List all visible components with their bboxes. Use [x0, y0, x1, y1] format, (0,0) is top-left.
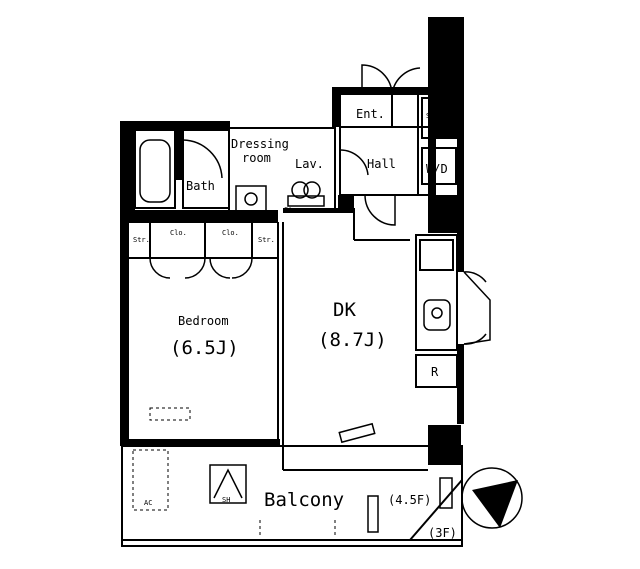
- label-closet-1: Clo.: [170, 229, 187, 237]
- label-washer-dryer: W/D: [426, 162, 448, 176]
- label-outdoor-unit: AC: [144, 499, 152, 507]
- label-closet-2: Clo.: [222, 229, 239, 237]
- label-storage-lav: Str.: [284, 206, 301, 214]
- label-dk-size: (8.7J): [318, 329, 387, 351]
- label-entrance: Ent.: [356, 107, 385, 121]
- label-shoe-box: Shoe bx.: [426, 112, 460, 120]
- label-hall: Hall: [367, 157, 396, 171]
- label-vent: SH: [222, 496, 230, 504]
- label-storage-2: Str.: [258, 236, 275, 244]
- label-dressing-room-1: Dressing: [231, 137, 289, 151]
- label-bedroom-size: (6.5J): [170, 337, 239, 359]
- label-storage-1: Str.: [133, 236, 150, 244]
- label-bedroom: Bedroom: [178, 314, 229, 328]
- label-lavatory: Lav.: [295, 157, 324, 171]
- dashed-outlines: [132, 407, 336, 535]
- bathtub: [139, 139, 171, 203]
- doors: [149, 64, 491, 345]
- label-refrigerator: R: [431, 365, 439, 379]
- label-bath: Bath: [186, 179, 215, 193]
- fixtures: [235, 181, 451, 444]
- label-dk: DK: [333, 299, 356, 321]
- label-balcony: Balcony: [264, 489, 344, 511]
- balcony-units: [209, 464, 453, 533]
- label-balcony-height: (4.5F): [388, 493, 431, 507]
- label-ceiling-3f: (3F): [428, 526, 457, 540]
- thin-walls: [121, 59, 463, 547]
- walls: [120, 17, 464, 465]
- north-arrow-icon: [461, 467, 523, 529]
- label-dressing-room-2: room: [242, 151, 271, 165]
- label-mb: MB: [436, 68, 450, 82]
